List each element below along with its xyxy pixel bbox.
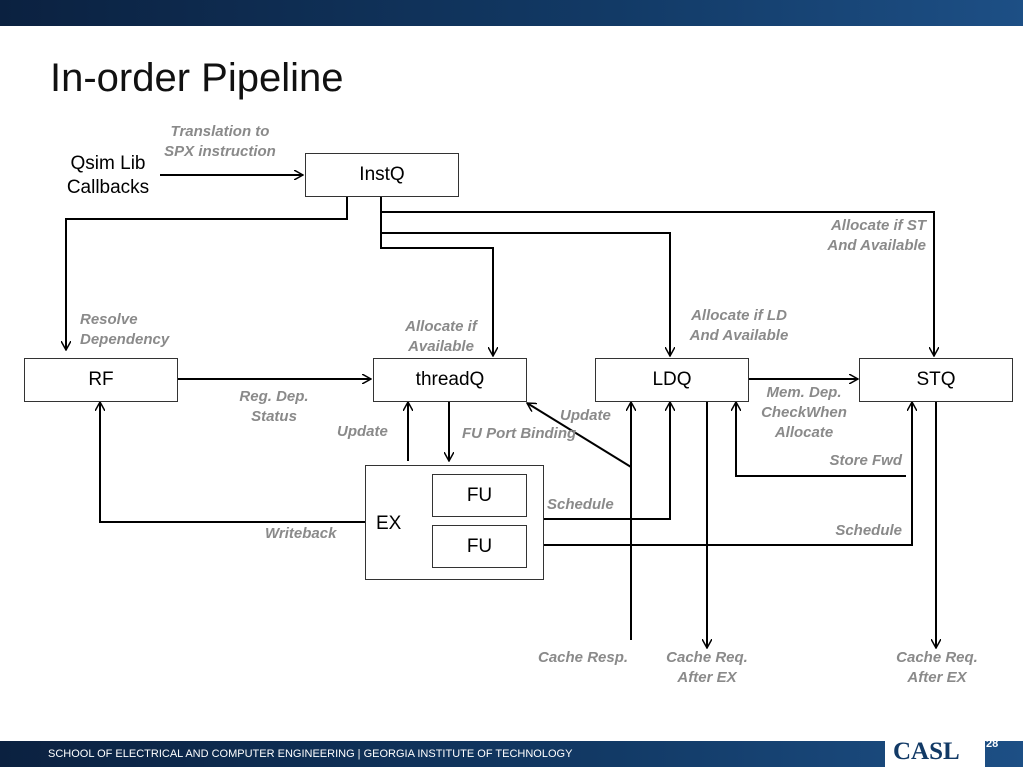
fu-port-binding-label: FU Port Binding <box>462 425 577 442</box>
threadq-box: threadQ <box>373 358 527 402</box>
translation-line-2: SPX instruction <box>164 143 276 160</box>
reg-dep-status-label: Reg. Dep. Status <box>224 387 324 427</box>
translation-line-1: Translation to <box>170 123 270 140</box>
ex-label: EX <box>376 513 402 534</box>
source-line-1: Qsim Lib <box>70 153 146 174</box>
cache-resp-label: Cache Resp. <box>538 649 629 666</box>
page-number: 28 <box>986 738 999 750</box>
resolve-line-1: Resolve <box>80 311 138 328</box>
stq-box: STQ <box>859 358 1013 402</box>
arrow-instq-to-ldq <box>381 232 670 356</box>
update-right-label: Update <box>560 407 611 424</box>
update-left-label: Update <box>337 423 388 440</box>
alloc-ld-line-1: Allocate if LD <box>691 307 787 324</box>
fu-box-1: FU <box>432 474 527 517</box>
arrow-instq-to-threadq <box>380 197 493 356</box>
allocate-ld-label: Allocate if LD And Available <box>674 306 804 346</box>
reg-dep-line-1: Reg. Dep. <box>239 388 309 405</box>
instq-box: InstQ <box>305 153 459 197</box>
alloc-st-line-2: And Available <box>827 237 926 254</box>
schedule-st-label: Schedule <box>835 522 902 539</box>
alloc-ld-line-2: And Available <box>689 327 789 344</box>
arrow-instq-to-stq <box>381 211 934 356</box>
arrow-schedule-to-stq <box>543 402 912 546</box>
ldq-label: LDQ <box>652 369 692 390</box>
schedule-ld-label: Schedule <box>547 496 614 513</box>
stq-cache-req-line-1: Cache Req. <box>896 649 978 666</box>
arrow-store-fwd-to-ldq <box>736 402 906 477</box>
ldq-cache-req-line-1: Cache Req. <box>666 649 748 666</box>
arrow-update-to-threadq <box>527 402 632 468</box>
reg-dep-line-2: Status <box>251 408 297 425</box>
casl-logo <box>885 738 985 767</box>
instq-label: InstQ <box>359 164 405 185</box>
resolve-line-2: Dependency <box>80 331 170 348</box>
top-banner <box>0 0 1023 26</box>
fu-label-1: FU <box>466 484 493 506</box>
store-fwd-label: Store Fwd <box>829 452 902 469</box>
stq-cache-req-label: Cache Req. After EX <box>882 648 992 688</box>
slide-title: In-order Pipeline <box>50 56 344 100</box>
arrow-schedule-to-ldq <box>543 402 670 520</box>
translation-label: Translation to SPX instruction <box>150 122 290 162</box>
footer-institution-text: SCHOOL OF ELECTRICAL AND COMPUTER ENGINE… <box>48 748 573 760</box>
ldq-cache-req-line-2: After EX <box>677 669 737 686</box>
allocate-st-label: Allocate if ST And Available <box>786 216 926 256</box>
alloc-if-line-2: Available <box>408 338 474 355</box>
mem-dep-line-2: CheckWhen <box>761 404 847 421</box>
threadq-label: threadQ <box>415 369 485 390</box>
mem-dep-line-3: Allocate <box>774 424 834 441</box>
alloc-st-line-1: Allocate if ST <box>830 217 926 234</box>
fu-box-2: FU <box>432 525 527 568</box>
mem-dep-label: Mem. Dep. CheckWhen Allocate <box>744 383 864 443</box>
stq-cache-req-line-2: After EX <box>907 669 967 686</box>
casl-logo-text: CASL <box>893 738 960 765</box>
mem-dep-line-1: Mem. Dep. <box>766 384 842 401</box>
ldq-box: LDQ <box>595 358 749 402</box>
qsim-callbacks-source: Qsim Lib Callbacks <box>58 152 158 200</box>
arrow-instq-to-rf <box>66 197 348 350</box>
alloc-if-line-1: Allocate if <box>405 318 477 335</box>
source-line-2: Callbacks <box>66 177 150 198</box>
rf-label: RF <box>88 369 114 390</box>
rf-box: RF <box>24 358 178 402</box>
resolve-dependency-label: Resolve Dependency <box>80 310 169 350</box>
arrow-writeback-to-rf <box>100 402 365 523</box>
stq-label: STQ <box>916 369 956 390</box>
allocate-if-available-label: Allocate if Available <box>388 317 494 357</box>
writeback-label: Writeback <box>265 525 337 542</box>
fu-label-2: FU <box>466 535 493 557</box>
ldq-cache-req-label: Cache Req. After EX <box>652 648 762 688</box>
footer-bar <box>0 741 1023 767</box>
